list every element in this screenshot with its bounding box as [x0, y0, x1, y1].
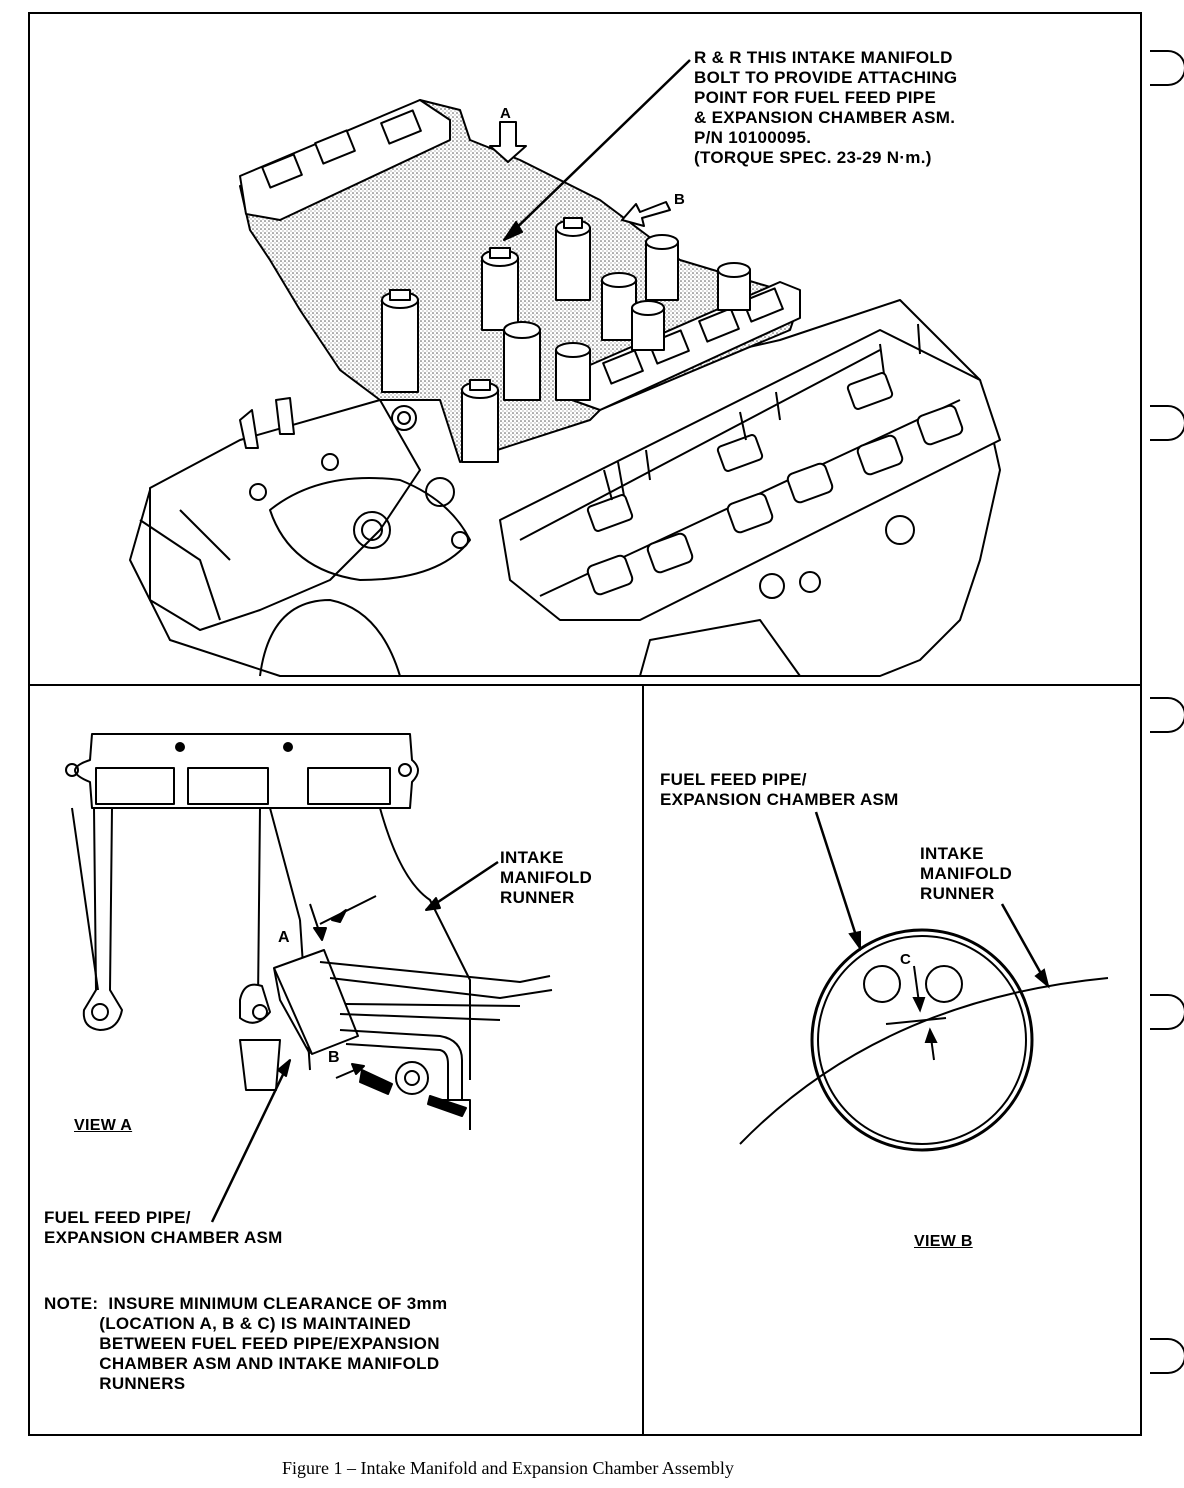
clearance-note: NOTE: INSURE MINIMUM CLEARANCE OF 3mm (L…	[44, 1294, 448, 1393]
view-a-pipe-label: FUEL FEED PIPE/ EXPANSION CHAMBER ASM	[44, 1208, 283, 1247]
figure-frame	[28, 12, 1142, 1436]
arrow-b-label: B	[674, 191, 686, 208]
view-a-loc-b: B	[328, 1049, 340, 1066]
rr-bolt-callout: R & R THIS INTAKE MANIFOLD BOLT TO PROVI…	[694, 48, 958, 167]
view-b-runner-label: INTAKE MANIFOLD RUNNER	[920, 844, 1013, 903]
binder-hole	[1150, 697, 1184, 733]
view-b-title: VIEW B	[914, 1233, 973, 1250]
binder-hole	[1150, 1338, 1184, 1374]
binder-hole	[1150, 994, 1184, 1030]
view-b-loc-c: C	[900, 951, 912, 968]
view-b-pipe-label: FUEL FEED PIPE/ EXPANSION CHAMBER ASM	[660, 770, 899, 809]
view-a-loc-a: A	[278, 929, 290, 946]
binder-hole	[1150, 405, 1184, 441]
view-a-title: VIEW A	[74, 1117, 133, 1134]
view-a-runner-label: INTAKE MANIFOLD RUNNER	[500, 848, 593, 907]
top-panel-divider	[28, 684, 1142, 686]
arrow-a-label: A	[500, 105, 512, 122]
bottom-panel-divider	[642, 684, 644, 1436]
binder-hole	[1150, 50, 1184, 86]
figure-caption: Figure 1 – Intake Manifold and Expansion…	[282, 1458, 734, 1478]
